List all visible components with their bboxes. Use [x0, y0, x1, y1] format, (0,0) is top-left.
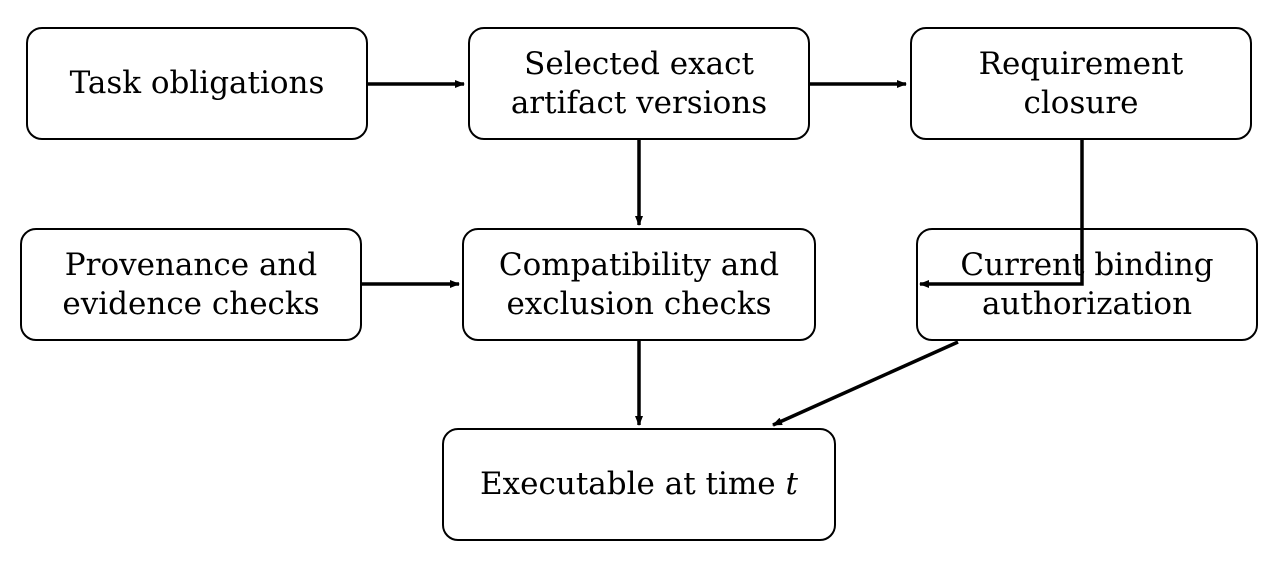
node-selected-line-1: Selected exact [524, 45, 754, 82]
node-authorization-line-2: authorization [981, 285, 1193, 322]
node-requirement-line-1: Requirement [978, 45, 1184, 82]
node-authorization-line-1: Current binding [960, 246, 1214, 283]
node-task-obligations: Task obligations [26, 27, 368, 140]
node-task-obligations-line-1: Task obligations [69, 65, 325, 101]
node-provenance-evidence-checks: Provenance and evidence checks [20, 228, 362, 341]
node-provenance-line-2: evidence checks [62, 285, 320, 322]
node-selected-line-2: artifact versions [510, 84, 768, 121]
node-executable-text: Executable at time [480, 466, 786, 502]
node-provenance-line-1: Provenance and [64, 246, 318, 283]
node-compatibility-exclusion-checks: Compatibility and exclusion checks [462, 228, 816, 341]
node-executable-at-time: Executable at time t [442, 428, 836, 541]
edge-authorization-to-executable [772, 340, 959, 427]
node-executable-variable: t [785, 466, 798, 502]
node-selected-artifact-versions: Selected exact artifact versions [468, 27, 810, 140]
node-requirement-line-2: closure [1023, 84, 1139, 121]
node-compatibility-line-2: exclusion checks [506, 285, 772, 322]
node-requirement-closure: Requirement closure [910, 27, 1252, 140]
node-compatibility-line-1: Compatibility and [498, 246, 780, 283]
node-current-binding-authorization: Current binding authorization [916, 228, 1258, 341]
